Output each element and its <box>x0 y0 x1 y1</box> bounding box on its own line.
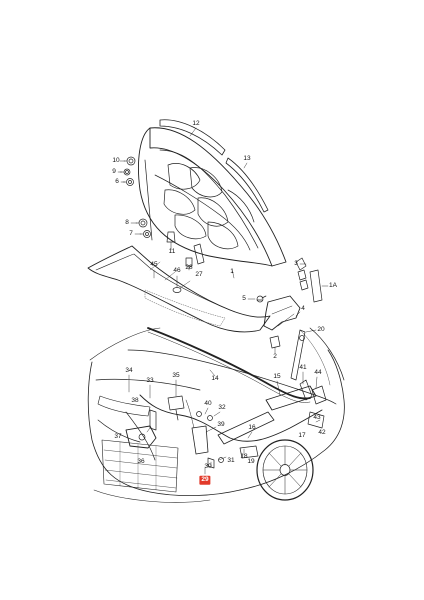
label-18: 18 <box>240 452 248 460</box>
label-9: 9 <box>112 167 116 175</box>
center-brackets <box>167 395 224 469</box>
label-28: 28 <box>185 263 193 271</box>
label-15: 15 <box>273 372 281 380</box>
label-45: 45 <box>150 260 158 268</box>
label-16: 16 <box>248 423 256 431</box>
label-8: 8 <box>125 218 129 226</box>
hood-hinge <box>256 257 323 381</box>
label-32: 32 <box>218 403 226 411</box>
label-7: 7 <box>129 229 133 237</box>
hood-seal-front <box>159 119 226 156</box>
front-wheel <box>256 439 314 501</box>
hood-lock-left <box>125 409 157 449</box>
label-1A: 1A <box>329 281 337 289</box>
leader-lines <box>117 127 329 475</box>
label-13: 13 <box>243 154 251 162</box>
car-body <box>87 327 345 503</box>
hood-seal-side <box>225 157 269 213</box>
label-6: 6 <box>115 177 119 185</box>
label-35: 35 <box>172 371 180 379</box>
label-40: 40 <box>204 399 212 407</box>
label-10: 10 <box>112 156 120 164</box>
hood-buffers <box>166 231 205 271</box>
label-1: 1 <box>230 267 234 275</box>
label-12: 12 <box>192 119 200 127</box>
label-30: 30 <box>204 462 212 470</box>
label-43: 43 <box>313 413 321 421</box>
label-14: 14 <box>211 374 219 382</box>
label-42: 42 <box>318 428 326 436</box>
label-17: 17 <box>298 431 306 439</box>
label-20: 20 <box>317 325 325 333</box>
label-5: 5 <box>242 294 246 302</box>
label-2: 2 <box>273 352 277 360</box>
label-38: 38 <box>131 396 139 404</box>
seal-strip-14 <box>147 327 311 403</box>
label-41: 41 <box>299 363 307 371</box>
label-34: 34 <box>125 366 133 374</box>
label-39: 39 <box>217 420 225 428</box>
grommet-46 <box>172 287 182 293</box>
hood-latch-right <box>217 379 327 459</box>
label-33: 33 <box>146 376 154 384</box>
plenum-panel <box>87 245 271 333</box>
label-46: 46 <box>173 266 181 274</box>
label-19: 19 <box>247 457 255 465</box>
label-27: 27 <box>195 270 203 278</box>
label-37: 37 <box>114 432 122 440</box>
label-3: 3 <box>294 259 298 267</box>
release-cable <box>125 394 323 461</box>
label-31: 31 <box>227 456 235 464</box>
hood-panel <box>138 127 287 267</box>
label-11: 11 <box>168 247 176 255</box>
label-29-highlighted: 29 <box>199 475 211 485</box>
label-4: 4 <box>301 304 305 312</box>
label-36: 36 <box>137 457 145 465</box>
label-44: 44 <box>314 368 322 376</box>
